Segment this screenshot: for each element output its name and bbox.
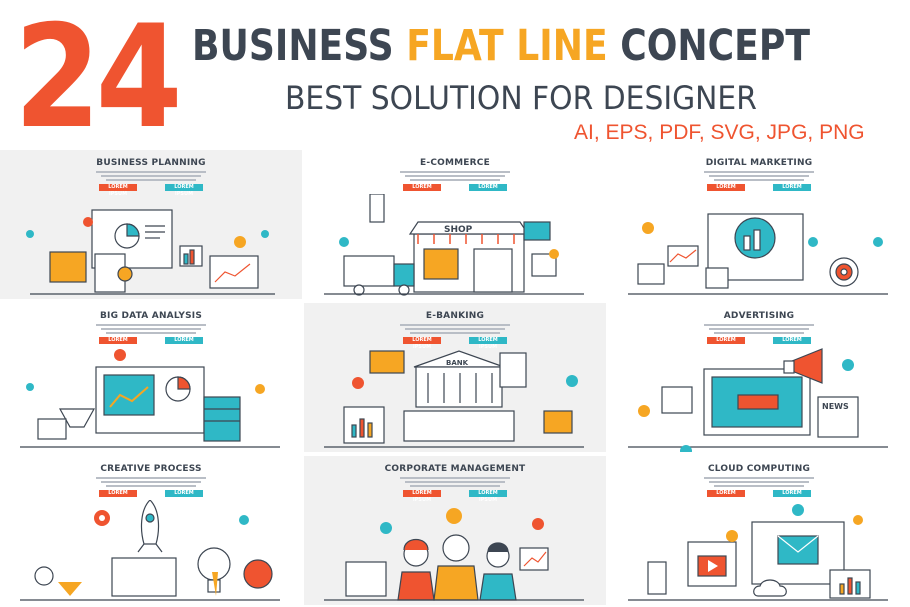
- panel-button-primary[interactable]: LOREM IPSUM: [707, 184, 745, 197]
- panel-button-primary[interactable]: LOREM IPSUM: [403, 337, 441, 350]
- panel-placeholder-text: [608, 477, 910, 491]
- headline-flat-line: FLAT LINE: [406, 21, 608, 71]
- panel-e-commerce: E-COMMERCE LOREM IPSUM LOREM IPSUM SHOP: [304, 150, 606, 299]
- panel-button-primary[interactable]: LOREM IPSUM: [403, 184, 441, 197]
- panel-title: BUSINESS PLANNING: [96, 158, 206, 168]
- panel-button-secondary[interactable]: LOREM IPSUM: [165, 184, 203, 197]
- big-data-analysis-illustration: [20, 349, 280, 448]
- cloud-computing-illustration: [628, 504, 888, 601]
- news-sign: NEWS: [822, 402, 849, 411]
- panel-placeholder-text: [608, 324, 910, 338]
- business-planning-illustration: [26, 209, 275, 295]
- panel-placeholder-text: [304, 477, 606, 491]
- panel-button-secondary[interactable]: LOREM IPSUM: [469, 337, 507, 350]
- headline-business: BUSINESS: [192, 21, 394, 71]
- panel-big-data-analysis: BIG DATA ANALYSIS LOREM IPSUM LOREM IPSUM: [0, 303, 302, 452]
- file-formats: AI, EPS, PDF, SVG, JPG, PNG: [574, 121, 865, 144]
- panel-placeholder-text: [304, 171, 606, 185]
- e-commerce-illustration: SHOP: [324, 194, 584, 296]
- panel-title: BIG DATA ANALYSIS: [99, 311, 203, 321]
- shop-sign: SHOP: [444, 225, 473, 235]
- panel-business-planning: BUSINESS PLANNING LOREM IPSUM LOREM IPSUM: [0, 150, 302, 299]
- panel-placeholder-text: [304, 324, 606, 338]
- panel-title: CREATIVE PROCESS: [100, 464, 202, 474]
- panel-button-primary[interactable]: LOREM IPSUM: [707, 490, 745, 503]
- panel-placeholder-text: [0, 171, 302, 185]
- panel-button-primary[interactable]: LOREM IPSUM: [707, 337, 745, 350]
- panel-title: E-COMMERCE: [420, 158, 490, 168]
- creative-process-illustration: [20, 500, 280, 601]
- corporate-management-illustration: [324, 508, 584, 601]
- panel-title: CORPORATE MANAGEMENT: [384, 464, 526, 474]
- e-banking-illustration: BANK: [324, 350, 584, 448]
- advertising-illustration: NEWS: [628, 348, 888, 452]
- panel-button-secondary[interactable]: LOREM IPSUM: [773, 184, 811, 197]
- panel-button-secondary[interactable]: LOREM IPSUM: [469, 184, 507, 197]
- panel-button-secondary[interactable]: LOREM IPSUM: [165, 490, 203, 503]
- headline: BUSINESS FLAT LINE CONCEPT: [192, 21, 810, 71]
- bank-sign: BANK: [446, 359, 469, 367]
- panel-button-primary[interactable]: LOREM IPSUM: [99, 490, 137, 503]
- subheadline: BEST SOLUTION FOR DESIGNER: [285, 79, 757, 117]
- panel-placeholder-text: [0, 324, 302, 338]
- panel-button-secondary[interactable]: LOREM IPSUM: [773, 490, 811, 503]
- panel-e-banking: E-BANKING LOREM IPSUM LOREM IPSUM BANK: [304, 303, 606, 452]
- panel-cloud-computing: CLOUD COMPUTING LOREM IPSUM LOREM IPSUM: [608, 456, 910, 605]
- digital-marketing-illustration: [628, 213, 888, 295]
- panel-title: DIGITAL MARKETING: [705, 158, 813, 168]
- panel-button-secondary[interactable]: LOREM IPSUM: [469, 490, 507, 503]
- panel-button-secondary[interactable]: LOREM IPSUM: [773, 337, 811, 350]
- panel-button-primary[interactable]: LOREM IPSUM: [403, 490, 441, 503]
- panel-title: E-BANKING: [425, 311, 485, 321]
- panel-title: ADVERTISING: [723, 311, 795, 321]
- panel-button-secondary[interactable]: LOREM IPSUM: [165, 337, 203, 350]
- panel-title: CLOUD COMPUTING: [707, 464, 811, 474]
- headline-concept: CONCEPT: [620, 21, 810, 71]
- panel-corporate-management: CORPORATE MANAGEMENT LOREM IPSUM LOREM IP…: [304, 456, 606, 605]
- panel-placeholder-text: [0, 477, 302, 491]
- panel-button-primary[interactable]: LOREM IPSUM: [99, 184, 137, 197]
- hero-number: 24: [14, 0, 183, 160]
- panel-placeholder-text: [608, 171, 910, 185]
- panel-button-primary[interactable]: LOREM IPSUM: [99, 337, 137, 350]
- panel-creative-process: CREATIVE PROCESS LOREM IPSUM LOREM IPSUM: [0, 456, 302, 605]
- panel-digital-marketing: DIGITAL MARKETING LOREM IPSUM LOREM IPSUM: [608, 150, 910, 299]
- panel-advertising: ADVERTISING LOREM IPSUM LOREM IPSUM NEWS: [608, 303, 910, 452]
